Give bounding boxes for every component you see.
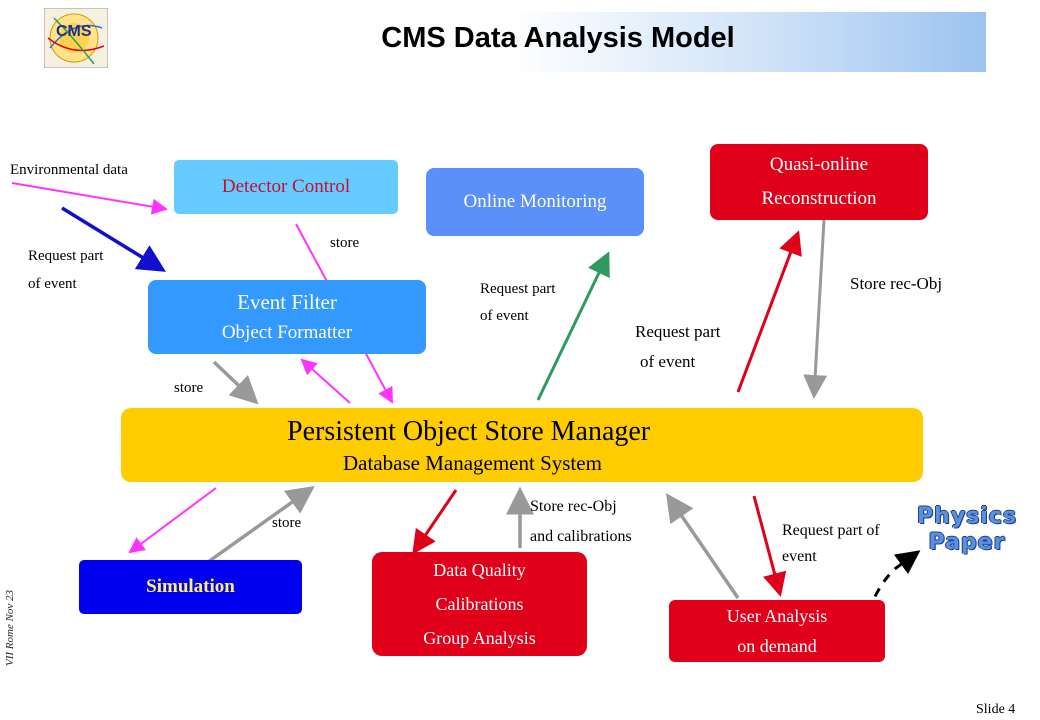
sidebar-footer-text: VII Rome Nov 23 bbox=[4, 589, 16, 666]
posm-line2: Database Management System bbox=[343, 451, 602, 475]
physics-paper-line2: Paper bbox=[928, 530, 1006, 555]
online-monitoring-box: Online Monitoring bbox=[426, 168, 644, 236]
physics-paper-line1: Physics bbox=[917, 504, 1017, 529]
arrow-env-to-detector bbox=[11, 182, 168, 215]
label-store-rec-obj-calib-a: Store rec-Obj bbox=[530, 498, 617, 515]
physics-paper: Physics Paper bbox=[912, 504, 1022, 556]
detector-control-label: Detector Control bbox=[221, 176, 351, 197]
online-monitoring-label: Online Monitoring bbox=[463, 191, 607, 212]
svg-text:CMS: CMS bbox=[56, 23, 92, 40]
label-store-simulation: store bbox=[272, 515, 302, 531]
arrow-posm-to-user-analysis bbox=[752, 495, 787, 597]
posm-box: Persistent Object Store Manager Database… bbox=[121, 408, 923, 482]
data-quality-line3: Group Analysis bbox=[423, 628, 536, 648]
simulation-label: Simulation bbox=[146, 576, 235, 597]
slide-number: Slide 4 bbox=[976, 702, 1016, 717]
arrow-posm-to-online-monitoring bbox=[536, 251, 610, 401]
event-filter-line1: Event Filter bbox=[237, 290, 337, 314]
simulation-box: Simulation bbox=[79, 560, 302, 614]
label-request-part-1a: Request part bbox=[28, 248, 104, 264]
label-request-part-2b: of event bbox=[480, 308, 529, 324]
arrow-posm-to-eventfilter bbox=[300, 358, 351, 404]
quasi-online-line2: Reconstruction bbox=[761, 188, 877, 209]
arrow-posm-to-data-quality bbox=[412, 489, 458, 555]
label-request-part-4b: event bbox=[782, 548, 817, 565]
event-filter-line2: Object Formatter bbox=[221, 322, 353, 343]
user-analysis-box: User Analysis on demand bbox=[669, 600, 885, 662]
label-store-top: store bbox=[330, 235, 360, 251]
data-quality-box: Data Quality Calibrations Group Analysis bbox=[372, 552, 587, 656]
label-request-part-2a: Request part bbox=[480, 281, 556, 297]
arrow-quasi-online-to-posm bbox=[803, 219, 828, 399]
label-store-rec-obj-calib-b: and calibrations bbox=[530, 528, 632, 545]
label-request-part-4a: Request part of bbox=[782, 522, 880, 539]
data-quality-line1: Data Quality bbox=[433, 560, 526, 580]
title-bar bbox=[118, 12, 986, 72]
arrow-request-to-eventfilter bbox=[61, 206, 166, 272]
cms-logo: CMS bbox=[43, 7, 109, 69]
arrow-simulation-to-posm bbox=[206, 485, 315, 564]
user-analysis-line1: User Analysis bbox=[726, 606, 828, 626]
data-quality-line2: Calibrations bbox=[435, 594, 524, 614]
arrow-posm-to-quasi-online bbox=[736, 230, 802, 393]
quasi-online-box: Quasi-online Reconstruction bbox=[710, 144, 928, 220]
label-environmental-data: Environmental data bbox=[10, 162, 128, 178]
detector-control-box: Detector Control bbox=[174, 160, 398, 214]
quasi-online-line1: Quasi-online bbox=[769, 154, 869, 175]
arrow-eventfilter-to-posm bbox=[212, 360, 259, 405]
arrow-posm-to-simulation bbox=[128, 487, 217, 554]
event-filter-box: Event Filter Object Formatter bbox=[148, 280, 426, 354]
label-request-part-3a: Request part bbox=[635, 322, 721, 341]
user-analysis-line2: on demand bbox=[737, 636, 817, 656]
posm-line1: Persistent Object Store Manager bbox=[287, 416, 651, 447]
page-title: CMS Data Analysis Model bbox=[381, 22, 735, 54]
label-request-part-3b: of event bbox=[640, 352, 696, 371]
label-store-rec-obj: Store rec-Obj bbox=[850, 274, 943, 293]
label-store-left: store bbox=[174, 380, 204, 396]
arrow-user-analysis-to-posm bbox=[666, 493, 740, 599]
label-request-part-1b: of event bbox=[28, 276, 77, 292]
